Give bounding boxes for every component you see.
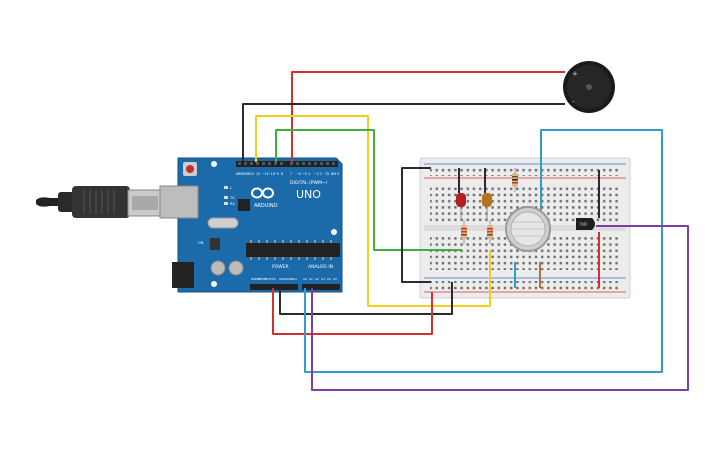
digital-label: DIGITAL (PWM~) [290,180,328,186]
header-power-labels: IOREF RESET 3.3V 5V GND GND Vin [251,277,297,281]
analog-label: ANALOG IN [308,264,333,270]
breadboard-jumpers[interactable] [514,170,600,288]
arduino-logo [251,187,274,199]
wire-black-gnd[interactable] [279,282,453,315]
power-header [250,284,298,290]
wire-black-buzzer[interactable] [242,103,565,162]
wire-purple-temp-sensor[interactable] [311,225,689,391]
temperature-sensor-label: TMP [578,222,588,227]
resistor-top[interactable] [512,168,518,192]
svg-text:TX: TX [229,196,235,200]
usb-port [159,185,199,219]
wire-green-led[interactable] [275,129,462,251]
resistor-right[interactable] [487,220,493,244]
resistor-left[interactable] [461,220,467,244]
usb-cable[interactable] [36,186,163,218]
atmega-chip [246,243,340,257]
wire-blue-gas-sensor[interactable] [304,129,663,373]
wire-black-rail[interactable] [401,167,431,283]
digital-header [236,161,338,167]
onboard-leds: L TX RX [224,186,235,206]
wire-red-5v[interactable] [272,288,433,335]
svg-text:RX: RX [230,202,235,206]
analog-header [302,284,340,290]
bottom-rail-holes [430,281,620,290]
header-analog-labels: A0 A1 A2 A3 A4 A5 [303,277,337,281]
wire-red-buzzer[interactable] [291,71,565,162]
brand-label: ARDUINO [254,203,278,209]
wire-yellow-led[interactable] [255,115,491,307]
capacitor-1 [210,260,226,276]
arduino-uno-board[interactable]: AREF GND 13 12 ~11 ~10 ~9 8 7 ~6 ~5 4 ~3… [159,157,343,293]
piezo-buzzer[interactable]: + - [563,61,615,113]
led-red[interactable] [456,193,466,220]
temperature-sensor[interactable]: TMP [576,218,595,230]
power-jack [172,262,194,288]
gas-sensor[interactable] [505,206,551,252]
top-rail-holes [430,167,620,176]
led-orange[interactable] [482,193,492,220]
capacitor-2 [228,260,244,276]
buzzer-plus-label: + [572,70,578,78]
header-digital-labels: AREF GND 13 12 ~11 ~10 ~9 8 7 ~6 ~5 4 ~3… [236,172,339,176]
svg-text:L: L [230,186,232,190]
model-label: UNO [296,188,321,201]
crystal [207,217,239,229]
on-label: ON [198,241,204,245]
usb-chip [238,199,250,211]
power-label: POWER [272,264,289,270]
voltage-regulator [210,238,220,250]
buzzer-minus-label: - [572,98,575,106]
